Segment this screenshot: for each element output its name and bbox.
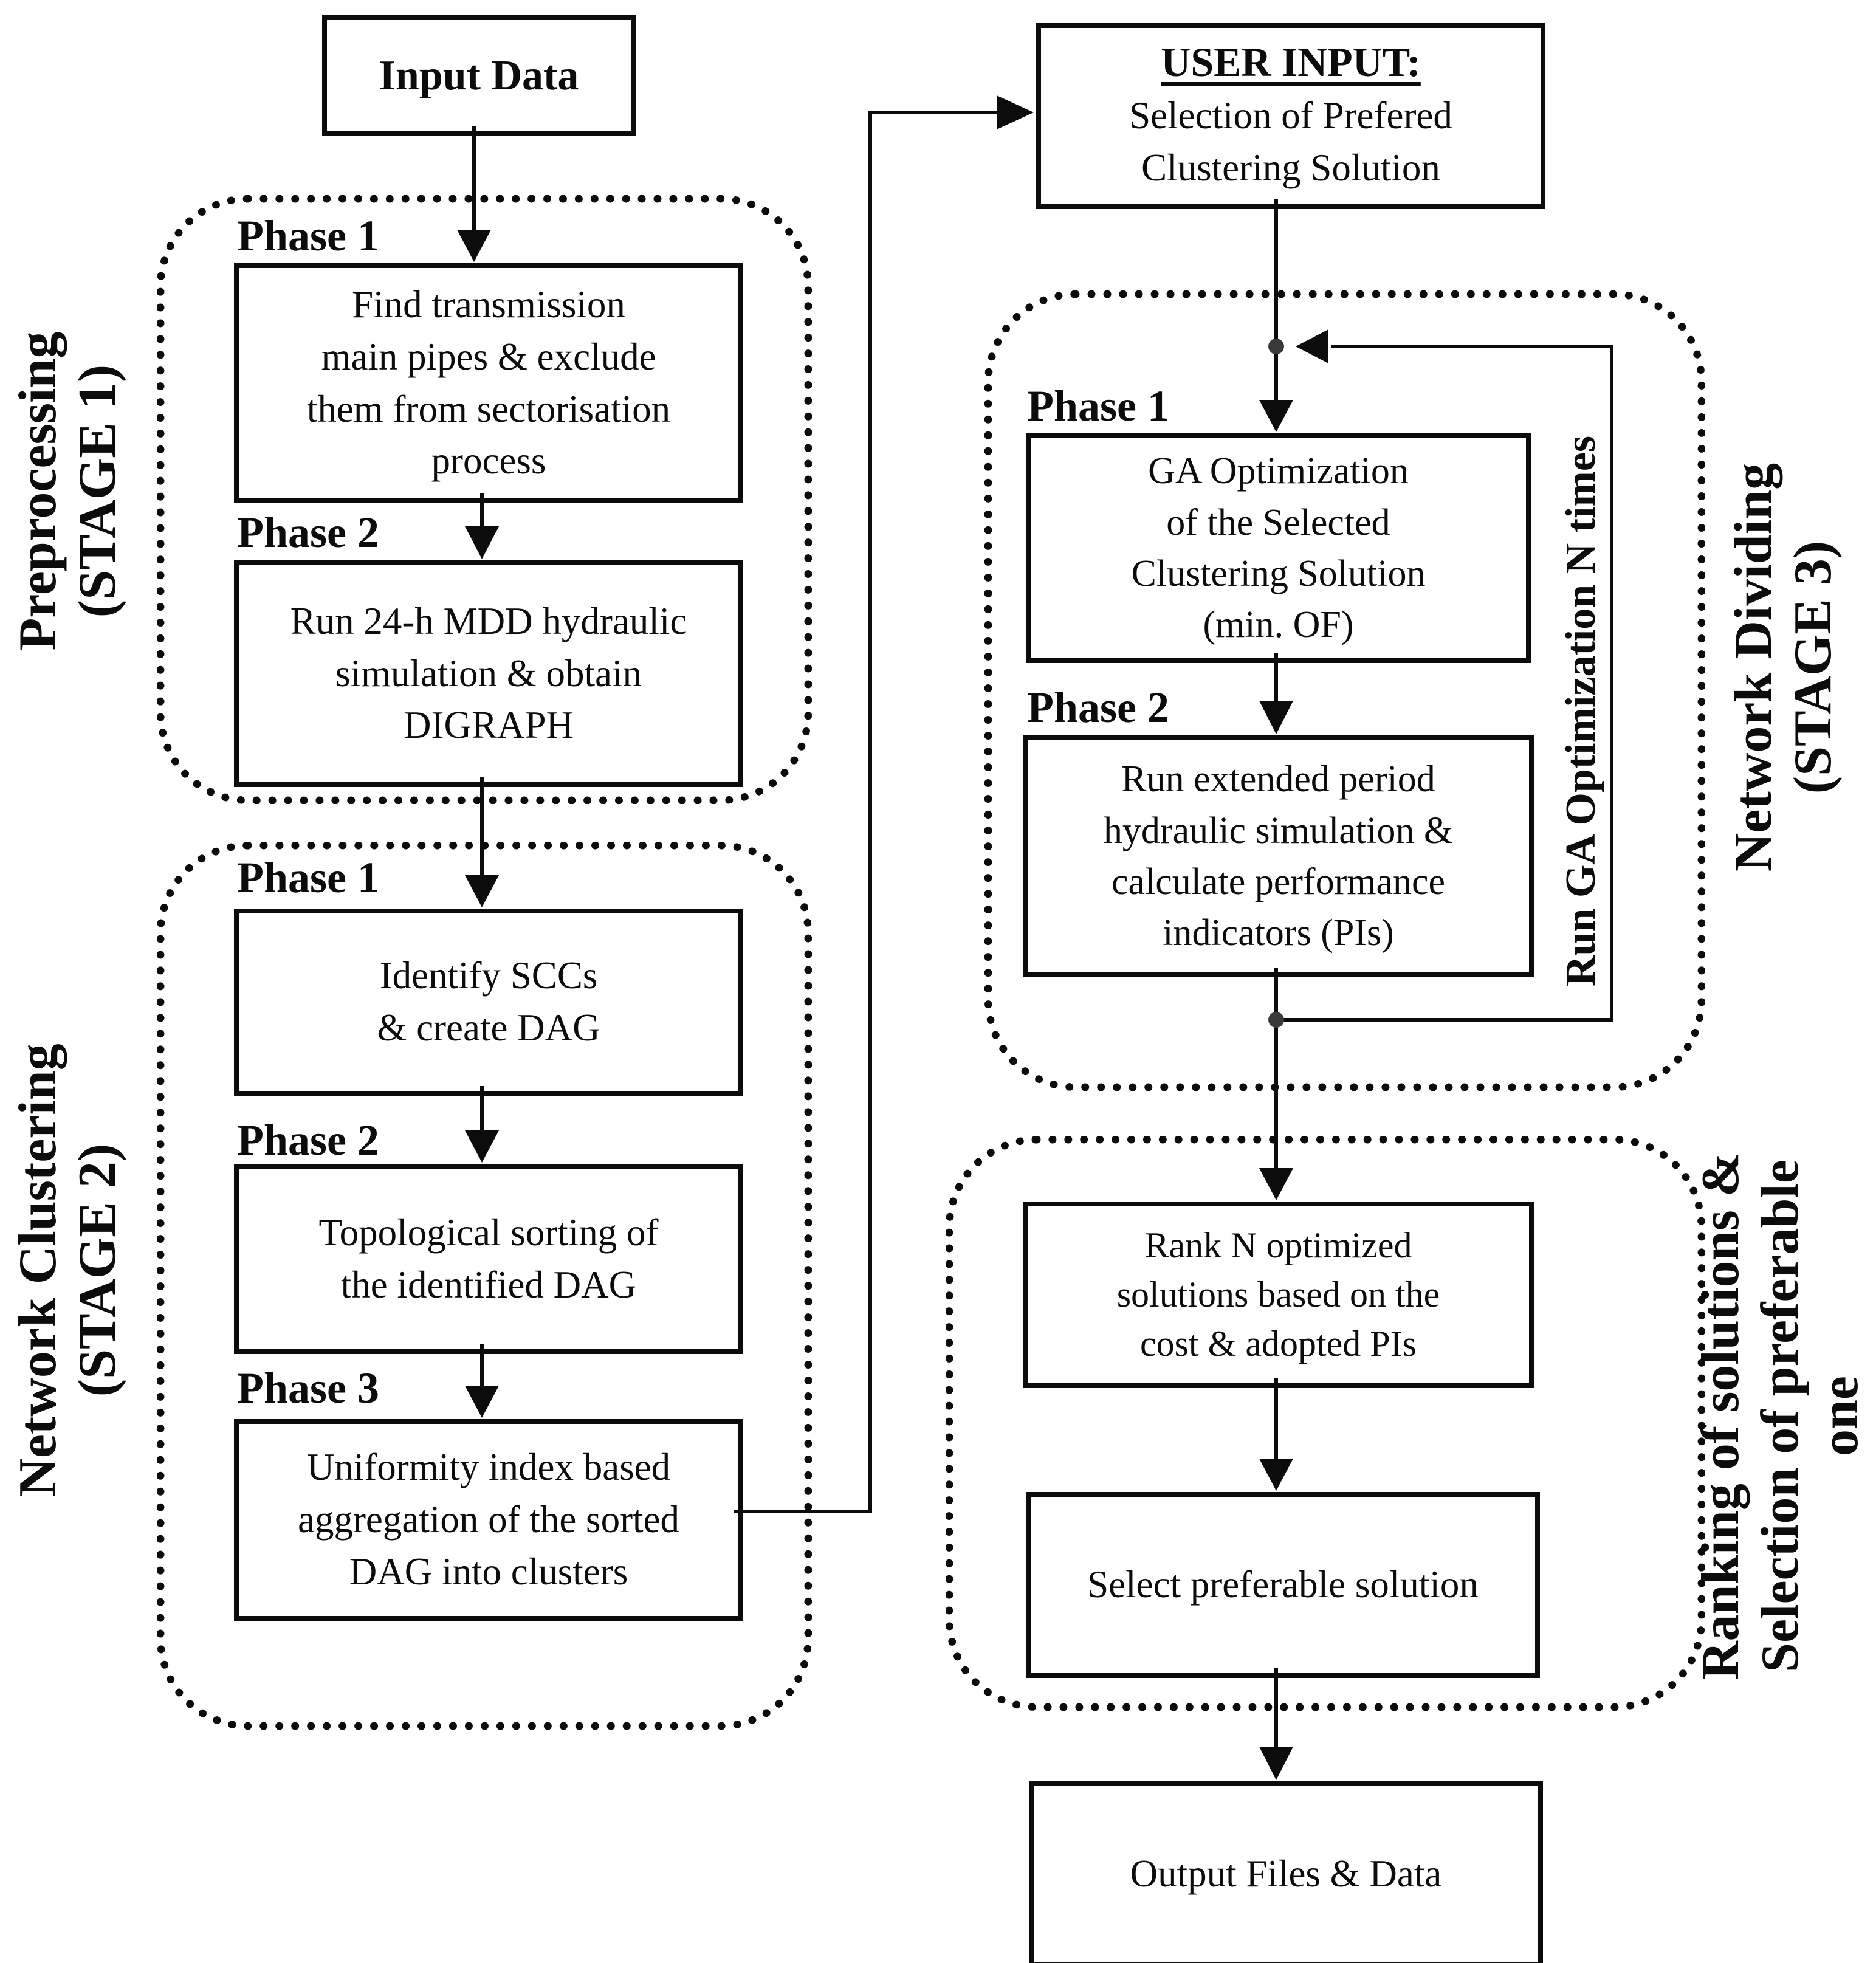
stage3-phase1-label: Phase 1	[1027, 382, 1169, 430]
user-input-heading: USER INPUT:	[1161, 38, 1421, 85]
identify-sccs-box: Identify SCCs & create DAG	[234, 909, 743, 1096]
stage2-phase3-label: Phase 3	[237, 1364, 379, 1412]
stage1-phase1-label: Phase 1	[237, 211, 379, 260]
find-mains-text: Find transmission main pipes & exclude t…	[306, 283, 671, 483]
select-solution-text: Select preferable solution	[1087, 1563, 1479, 1606]
ga-optimization-text: GA Optimization of the Selected Clusteri…	[1131, 450, 1426, 646]
extended-simulation-box: Run extended period hydraulic simulation…	[1023, 735, 1534, 977]
identify-sccs-text: Identify SCCs & create DAG	[377, 954, 600, 1049]
stage3-side-label: Network Dividing (STAGE 3)	[1724, 462, 1843, 872]
rank-solutions-text: Rank N optimized solutions based on the …	[1116, 1225, 1440, 1364]
find-mains-box: Find transmission main pipes & exclude t…	[234, 263, 743, 503]
user-input-body: Selection of Prefered Clustering Solutio…	[1129, 94, 1452, 189]
mdd-simulation-box: Run 24-h MDD hydraulic simulation & obta…	[234, 560, 743, 787]
stage1-side-label: Preprocessing (STAGE 1)	[9, 331, 127, 651]
stage1-phase2-label: Phase 2	[237, 508, 379, 557]
stage2-phase2-label: Phase 2	[237, 1116, 379, 1164]
ga-optimization-box: GA Optimization of the Selected Clusteri…	[1026, 433, 1531, 663]
user-input-box: USER INPUT: Selection of Prefered Cluste…	[1036, 23, 1545, 209]
output-files-label: Output Files & Data	[1130, 1852, 1442, 1896]
mdd-simulation-text: Run 24-h MDD hydraulic simulation & obta…	[290, 599, 687, 747]
stage4-ranking-frame	[946, 1136, 1705, 1711]
output-files-box: Output Files & Data	[1029, 1781, 1543, 1963]
rank-solutions-box: Rank N optimized solutions based on the …	[1023, 1202, 1534, 1388]
uniformity-aggregation-text: Uniformity index based aggregation of th…	[297, 1446, 680, 1593]
extended-simulation-text: Run extended period hydraulic simulation…	[1103, 758, 1454, 954]
topological-sorting-box: Topological sorting of the identified DA…	[234, 1164, 743, 1354]
input-data-label: Input Data	[379, 52, 579, 99]
select-solution-box: Select preferable solution	[1026, 1492, 1540, 1678]
topological-sorting-text: Topological sorting of the identified DA…	[318, 1211, 659, 1306]
stage4-side-label: Ranking of solutions & Selection of pref…	[1691, 1152, 1869, 1680]
stage2-phase1-label: Phase 1	[237, 853, 379, 902]
stage2-side-label: Network Clustering (STAGE 2)	[9, 1043, 127, 1497]
input-data-box: Input Data	[322, 15, 636, 136]
run-ga-loop-label: Run GA Optimization N times	[1558, 435, 1604, 987]
stage3-phase2-label: Phase 2	[1027, 683, 1169, 732]
uniformity-aggregation-box: Uniformity index based aggregation of th…	[234, 1419, 743, 1621]
